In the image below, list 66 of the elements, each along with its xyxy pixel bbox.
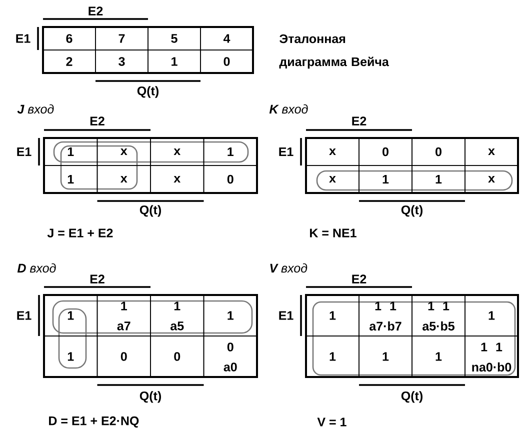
table-cell: 0 xyxy=(412,138,466,166)
table-cell: 0 a0 xyxy=(203,336,258,378)
variable-label: E2 xyxy=(352,116,366,126)
table-cell: 1 1 a7·b7 xyxy=(358,294,412,336)
table-cell: 0 xyxy=(200,50,254,74)
table-cell: 1 xyxy=(412,165,466,194)
table-cell: x xyxy=(96,138,151,166)
table-cell: 1 xyxy=(148,50,201,74)
grouping-loop xyxy=(58,308,87,369)
grouping-loop xyxy=(60,145,138,190)
section-title: V вход xyxy=(270,263,308,273)
table-cell: 1 xyxy=(358,336,412,378)
table-cell: 1 xyxy=(203,294,258,336)
section-title: J вход xyxy=(17,104,54,114)
variable-label: E2 xyxy=(90,274,104,284)
table-cell: x xyxy=(306,138,360,166)
table-cell: 0 xyxy=(358,138,412,166)
table-cell: 1 xyxy=(306,294,360,336)
table-cell: 1 xyxy=(44,138,98,166)
variable-label: E2 xyxy=(352,274,366,284)
table-cell: 1 xyxy=(412,336,466,378)
formula: V = 1 xyxy=(317,418,346,426)
table-cell: 1 xyxy=(464,294,518,336)
table-cell: 1 a7 xyxy=(96,294,151,336)
table-cell: 6 xyxy=(42,26,96,50)
table-cell: 5 xyxy=(148,26,201,50)
variable-label: E1 xyxy=(17,311,32,320)
table-cell: 1 a5 xyxy=(150,294,204,336)
table-cell: x xyxy=(306,165,360,194)
table-cell: 1 xyxy=(44,165,98,194)
table-cell: 3 xyxy=(95,50,148,74)
table-cell: 7 xyxy=(95,26,148,50)
grouping-loop xyxy=(53,141,249,163)
formula: D = E1 + E2·NQ xyxy=(49,416,139,428)
table-cell: x xyxy=(150,138,204,166)
table-cell: 0 xyxy=(150,336,204,378)
variable-label: Q(t) xyxy=(137,86,158,98)
table-cell: 1 xyxy=(44,336,98,378)
table-cell: 2 xyxy=(42,50,96,74)
table-cell: 4 xyxy=(200,26,254,50)
section-title: K вход xyxy=(269,104,308,114)
section-title: D вход xyxy=(17,263,56,273)
table-cell: 1 xyxy=(358,165,412,194)
table-cell: 1 xyxy=(44,294,98,336)
variable-label: Q(t) xyxy=(140,391,161,403)
variable-label: E1 xyxy=(16,34,30,43)
grouping-loop xyxy=(52,300,253,334)
table-cell: 0 xyxy=(96,336,151,378)
table-cell: 1 xyxy=(203,138,258,166)
variable-label: E2 xyxy=(90,116,104,126)
table-cell: x xyxy=(96,165,151,194)
variable-label: E2 xyxy=(88,6,103,16)
variable-label: E1 xyxy=(17,147,32,156)
variable-label: E1 xyxy=(279,147,294,156)
formula: K = NE1 xyxy=(310,228,356,238)
table-cell: 1 1 na0·b0 xyxy=(464,336,518,378)
formula: J = E1 + E2 xyxy=(47,228,113,238)
table-cell: x xyxy=(464,165,518,194)
table-cell: 0 xyxy=(203,165,258,194)
table-cell: x xyxy=(464,138,518,166)
table-cell: 1 1 a5·b5 xyxy=(412,294,466,336)
variable-label: E1 xyxy=(279,311,294,320)
table-cell: x xyxy=(150,165,204,194)
note-text: Эталонная диаграмма Вейча xyxy=(279,34,389,69)
grouping-loop xyxy=(316,170,513,191)
table-cell: 1 xyxy=(306,336,360,378)
